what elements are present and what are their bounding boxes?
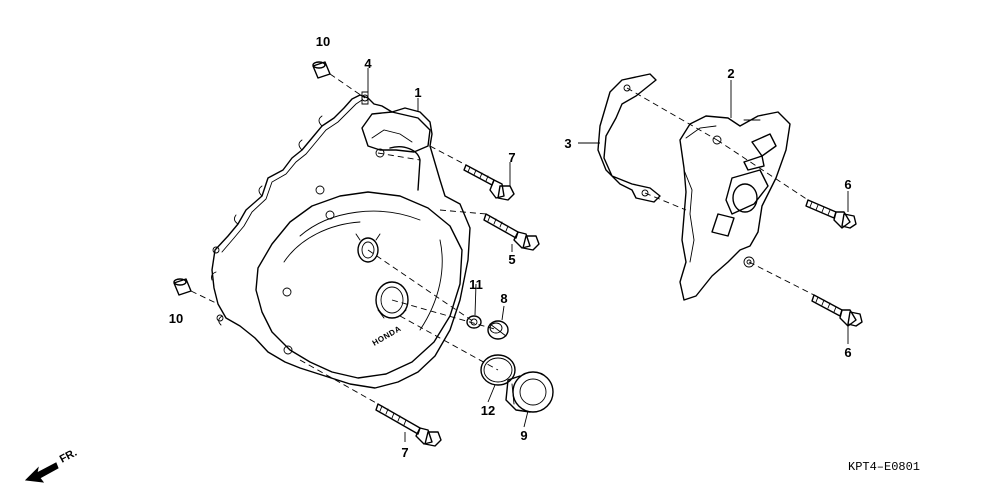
assembly-lines xyxy=(190,73,815,405)
cover-logo: HONDA xyxy=(371,324,403,348)
leader-lines xyxy=(367,68,849,442)
front-direction-label: FR. xyxy=(58,447,79,466)
front-arrow-icon xyxy=(24,462,59,483)
front-direction-indicator: FR. xyxy=(24,447,79,483)
pin-part-4 xyxy=(361,91,369,105)
o-ring-12 xyxy=(480,354,516,386)
callout-6-upper: 6 xyxy=(844,177,851,192)
dowel-pin-upper xyxy=(312,61,331,79)
callout-2: 2 xyxy=(727,66,734,81)
callouts: 10 4 1 2 3 7 6 5 11 8 10 6 12 9 7 xyxy=(169,34,852,460)
callout-10-upper: 10 xyxy=(316,34,330,49)
bolt-7-lower xyxy=(375,403,442,447)
dowel-pin-lower xyxy=(173,278,192,296)
bolt-7-upper xyxy=(463,164,515,201)
guard-plate-3 xyxy=(597,73,661,203)
bolt-5 xyxy=(483,213,540,251)
callout-7-lower: 7 xyxy=(401,445,408,460)
callout-11: 11 xyxy=(469,277,483,292)
callout-8: 8 xyxy=(500,291,507,306)
callout-6-lower: 6 xyxy=(844,345,851,360)
callout-1: 1 xyxy=(414,85,421,100)
callout-5: 5 xyxy=(508,252,515,267)
callout-12: 12 xyxy=(481,403,495,418)
bolt-6-lower xyxy=(811,294,863,327)
diagram-code: KPT4–E0801 xyxy=(848,460,920,474)
callout-3: 3 xyxy=(564,136,571,151)
bolt-6-upper xyxy=(805,199,857,229)
callout-10-lower: 10 xyxy=(169,311,183,326)
plug-9 xyxy=(505,371,554,413)
callout-7-upper: 7 xyxy=(508,150,515,165)
left-crankcase-cover: HONDA xyxy=(211,94,471,389)
callout-9: 9 xyxy=(520,428,527,443)
sprocket-cover-2 xyxy=(679,111,791,301)
callout-4: 4 xyxy=(364,56,372,71)
